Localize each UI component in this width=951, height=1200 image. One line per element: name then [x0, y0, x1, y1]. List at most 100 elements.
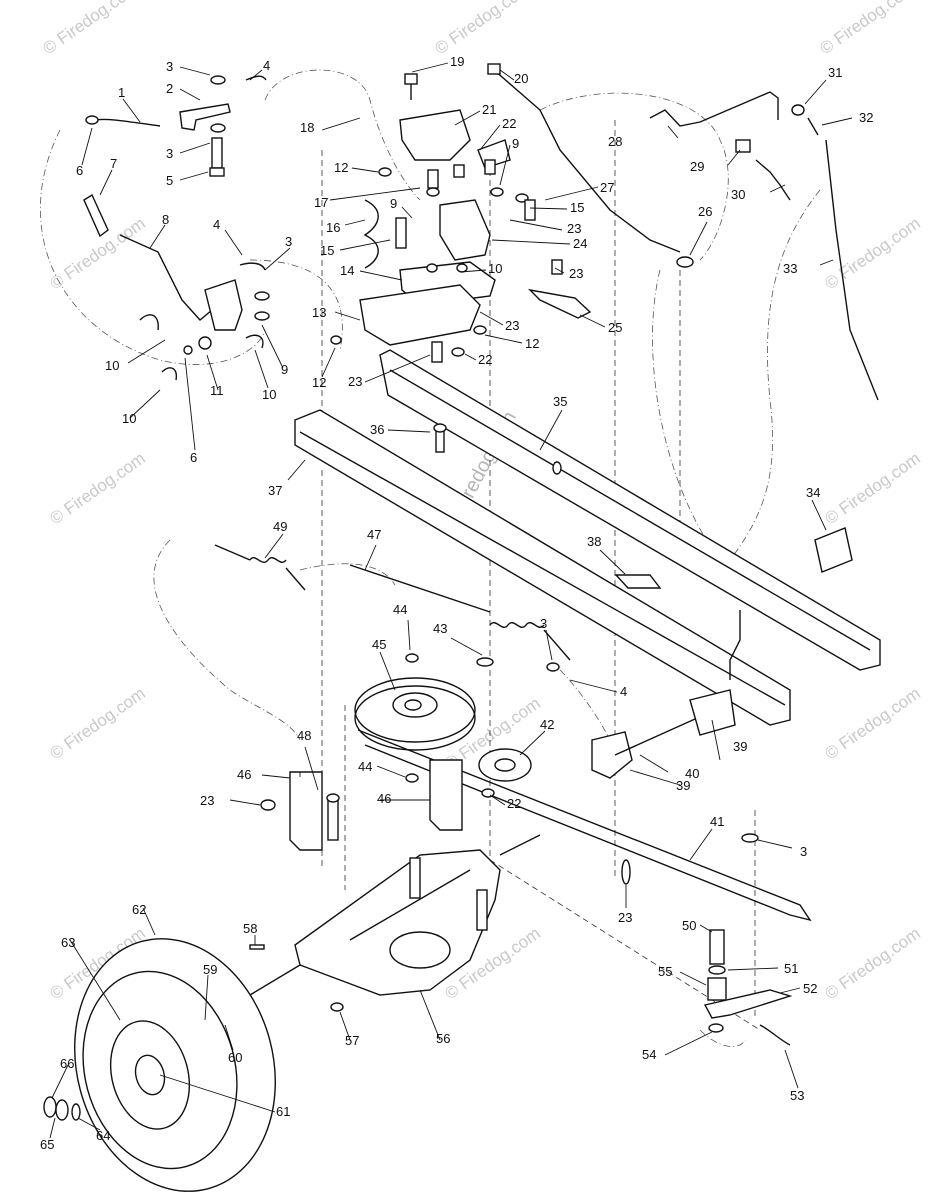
idler-42: [478, 748, 532, 782]
part-label: 42: [540, 717, 554, 732]
watermark: © Firedog.com: [821, 214, 923, 294]
wheel: [43, 938, 276, 1192]
control-rods: [487, 63, 879, 401]
bracket: [179, 103, 231, 131]
part-label: 45: [372, 637, 386, 652]
part-label: 40: [685, 766, 699, 781]
part-label: 23: [569, 266, 583, 281]
part-label: 4: [213, 217, 220, 232]
watermark: © Firedog.com: [816, 0, 918, 58]
part-label: 22: [478, 352, 492, 367]
part-label: 29: [690, 159, 704, 174]
part-label: 9: [390, 196, 397, 211]
part-label: 3: [166, 59, 173, 74]
part-label: 18: [300, 120, 314, 135]
bracket-39: [591, 731, 633, 779]
watermark: © Firedog.com: [39, 0, 141, 58]
part-label: 37: [268, 483, 282, 498]
bracket-52: [703, 989, 793, 1019]
lever-bracket: [204, 279, 243, 331]
part-label: 12: [525, 336, 539, 351]
part-label: 32: [859, 110, 873, 125]
part-label: 44: [358, 759, 372, 774]
upper-bracket-assembly: [330, 73, 592, 363]
part-label: 10: [262, 387, 276, 402]
part-label: 12: [312, 375, 326, 390]
part-label: 35: [553, 394, 567, 409]
bracket-46a: [289, 771, 323, 851]
part-label: 2: [166, 81, 173, 96]
part-labels: 1 2 3 3 3 3 3 4 4 4 5 6 6 7 8 9 9 9 10 1…: [40, 54, 873, 1152]
part-label: 49: [273, 519, 287, 534]
rod-27: [493, 69, 681, 253]
part-label: 44: [393, 602, 407, 617]
bracket-46b: [429, 759, 463, 831]
part-label: 47: [367, 527, 381, 542]
bracket-21: [399, 109, 471, 161]
bracket-25: [527, 288, 592, 319]
part-label: 12: [334, 160, 348, 175]
watermark: © Firedog.com: [821, 684, 923, 764]
part-label: 23: [618, 910, 632, 925]
part-label: 20: [514, 71, 528, 86]
part-label: 39: [676, 778, 690, 793]
part-label: 55: [658, 964, 672, 979]
part-label: 22: [507, 796, 521, 811]
hairpin: [245, 75, 267, 81]
part-label: 43: [433, 621, 447, 636]
part-label: 59: [203, 962, 217, 977]
part-label: 46: [237, 767, 251, 782]
pedal-34: [814, 527, 853, 573]
leader-lines: [49, 62, 853, 1139]
part-label: 19: [450, 54, 464, 69]
part-label: 30: [731, 187, 745, 202]
pin-head: [209, 167, 225, 177]
watermark: © Firedog.com: [46, 449, 148, 529]
spring-43: [489, 622, 545, 628]
part-label: 50: [682, 918, 696, 933]
part-label: 6: [76, 163, 83, 178]
part-label: 4: [263, 58, 270, 73]
part-label: 60: [228, 1050, 242, 1065]
washer: [85, 115, 99, 125]
part-label: 23: [200, 793, 214, 808]
part-label: 58: [243, 921, 257, 936]
part-label: 46: [377, 791, 391, 806]
watermark: © Firedog.com: [821, 449, 923, 529]
plate-13: [359, 284, 481, 346]
belt-41: [357, 729, 812, 922]
part-label: 10: [122, 411, 136, 426]
part-label: 56: [436, 1031, 450, 1046]
part-label: 3: [166, 146, 173, 161]
part-label: 10: [488, 261, 502, 276]
part-label: 22: [502, 116, 516, 131]
part-label: 23: [348, 374, 362, 389]
frame-37: [294, 409, 791, 726]
part-label: 1: [118, 85, 125, 100]
part-label: 36: [370, 422, 384, 437]
springs-cable: [214, 544, 571, 672]
steering-lever-assembly: [83, 75, 270, 381]
part-label: 66: [60, 1056, 74, 1071]
part-label: 53: [790, 1088, 804, 1103]
part-label: 39: [733, 739, 747, 754]
part-label: 38: [587, 534, 601, 549]
part-label: 63: [61, 935, 75, 950]
part-label: 17: [314, 195, 328, 210]
spring-49: [249, 557, 287, 563]
cable-47: [349, 564, 491, 613]
grip: [83, 193, 109, 238]
part-label: 27: [600, 180, 614, 195]
part-label: 15: [320, 243, 334, 258]
mount-brackets: [260, 759, 463, 851]
part-label: 3: [285, 234, 292, 249]
washer: [210, 123, 226, 133]
part-label: 31: [828, 65, 842, 80]
part-label: 21: [482, 102, 496, 117]
part-label: 4: [620, 684, 627, 699]
part-label: 64: [96, 1128, 110, 1143]
pulley-belt: [354, 677, 812, 922]
axle: [249, 964, 301, 996]
transaxle-56: [294, 849, 501, 996]
